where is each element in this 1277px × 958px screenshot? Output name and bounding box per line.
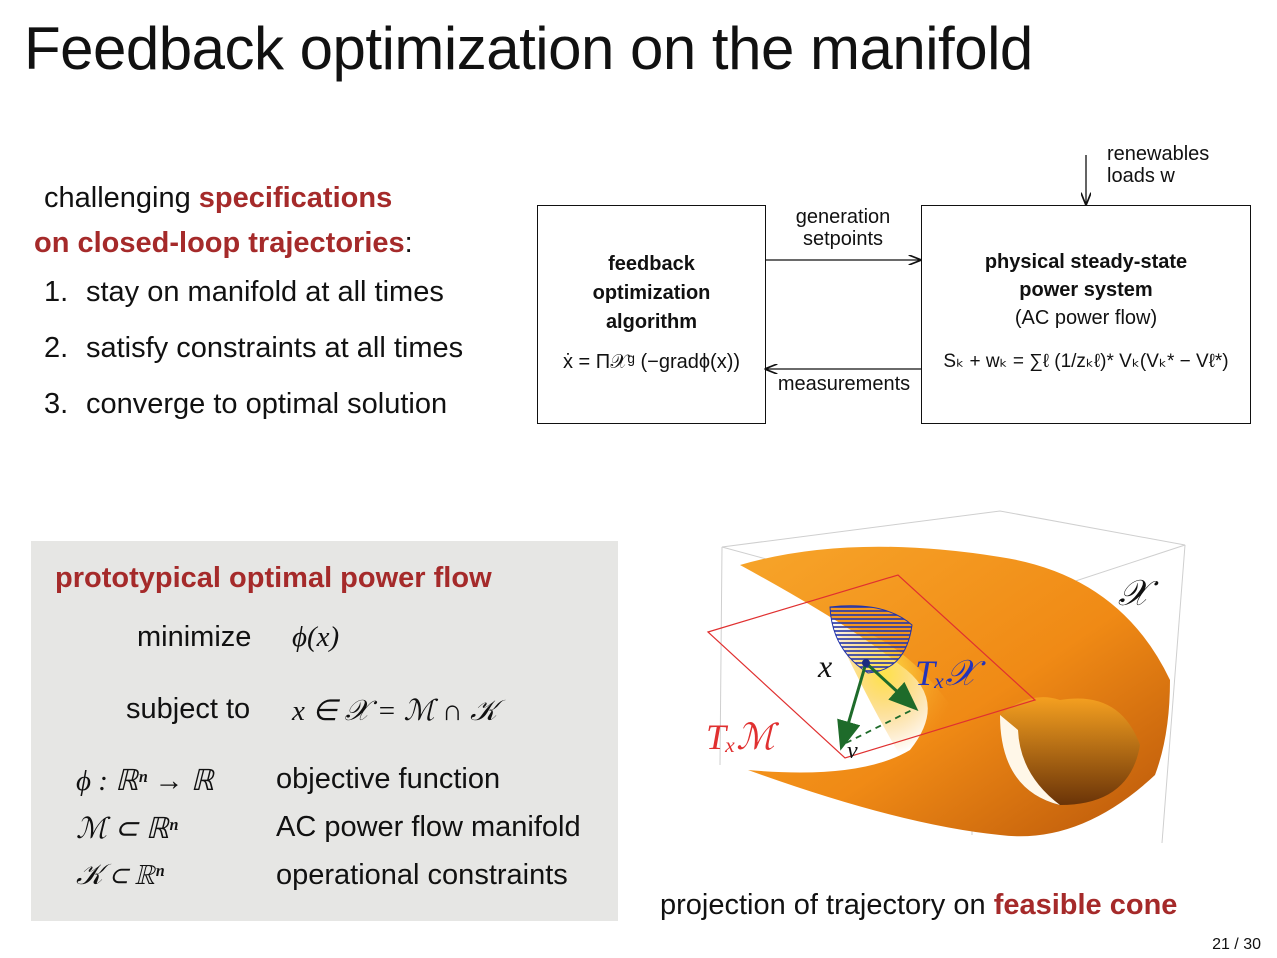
spec-item-number: 2.	[44, 332, 69, 364]
spec-highlight-2: on closed-loop trajectories	[34, 227, 405, 259]
disturbance-label: renewables loads w	[1107, 143, 1209, 187]
spec-item-number: 3.	[44, 388, 69, 420]
setpoints-label-line1: generation	[795, 206, 891, 228]
subject-to-expression: x ∈ 𝒳 = ℳ ∩ 𝒦	[292, 695, 498, 727]
gradient-vector	[837, 662, 868, 751]
right-box-line1: physical steady-state	[984, 251, 1188, 273]
spec-item-text: stay on manifold at all times	[86, 276, 444, 308]
spec-item: 1. stay on manifold at all times	[44, 276, 444, 309]
point-label: x	[818, 648, 833, 684]
point-x	[862, 659, 870, 667]
subject-to-label: subject to	[126, 693, 251, 725]
tangent-space-label: Tₓℳ	[706, 717, 775, 757]
spec-item-number: 1.	[44, 276, 69, 308]
setpoints-label-line2: setpoints	[802, 228, 884, 250]
manifold-figure	[706, 510, 1186, 844]
def-symbol: 𝒦 ⊂ ℝⁿ	[76, 859, 165, 891]
tangent-plane	[706, 574, 1037, 759]
page-number: 21 / 30	[1212, 936, 1261, 953]
measurements-label: measurements	[777, 373, 911, 395]
spec-item-text: satisfy constraints at all times	[86, 332, 464, 364]
spec-item-text: converge to optimal solution	[86, 388, 448, 420]
setpoints-label: generation setpoints	[770, 206, 916, 250]
spec-intro-suffix: :	[404, 227, 413, 259]
right-box-equation: Sₖ + wₖ = ∑ℓ (1/zₖℓ)* Vₖ(Vₖ* − Vℓ*)	[943, 351, 1229, 372]
right-box-line3: (AC power flow)	[1014, 307, 1158, 329]
opf-panel	[31, 541, 618, 921]
slide-title: Feedback optimization on the manifold	[24, 15, 1033, 82]
figure-caption: projection of trajectory on feasible con…	[660, 889, 1177, 922]
projection-line	[845, 709, 913, 744]
spec-intro-prefix: challenging	[44, 182, 191, 214]
disturbance-label-line1: renewables	[1107, 143, 1210, 165]
opf-title: prototypical optimal power flow	[55, 562, 492, 594]
projected-vector	[864, 661, 919, 712]
tangent-cone-label: Tₓ𝒳	[915, 653, 977, 693]
left-box-line2: optimization	[592, 282, 711, 304]
spec-item: 2. satisfy constraints at all times	[44, 332, 463, 365]
spec-highlight-1: specifications	[198, 182, 393, 214]
left-box-equation: ẋ = Π𝒳ᵍ (−gradϕ(x))	[562, 351, 741, 373]
def-description: objective function	[276, 763, 501, 795]
def-symbol: ϕ : ℝⁿ → ℝ	[76, 765, 214, 797]
def-description: operational constraints	[276, 859, 568, 891]
surface-gap	[1000, 715, 1060, 805]
set-label: 𝒳	[1118, 573, 1149, 613]
disturbance-label-line2: loads w	[1107, 165, 1175, 187]
def-description: AC power flow manifold	[276, 811, 581, 843]
minimize-expression: ϕ(x)	[292, 621, 340, 653]
minimize-label: minimize	[137, 621, 252, 653]
power-system-box: physical steady-state power system (AC p…	[921, 205, 1251, 424]
caption-prefix: projection of trajectory on	[660, 889, 986, 921]
left-box-line1: feedback	[608, 253, 695, 275]
vector-label: v	[847, 738, 858, 764]
spec-item: 3. converge to optimal solution	[44, 388, 447, 421]
left-box-line3: algorithm	[605, 311, 698, 333]
feasible-cone	[829, 605, 913, 674]
def-symbol: ℳ ⊂ ℝⁿ	[76, 813, 178, 845]
surface-fold	[1000, 697, 1140, 805]
caption-highlight: feasible cone	[993, 889, 1178, 921]
feedback-algorithm-box: feedback optimization algorithm ẋ = Π𝒳ᵍ …	[537, 205, 766, 424]
spec-intro: challenging specifications on closed-loo…	[34, 176, 413, 266]
right-box-line2: power system	[1019, 279, 1153, 301]
